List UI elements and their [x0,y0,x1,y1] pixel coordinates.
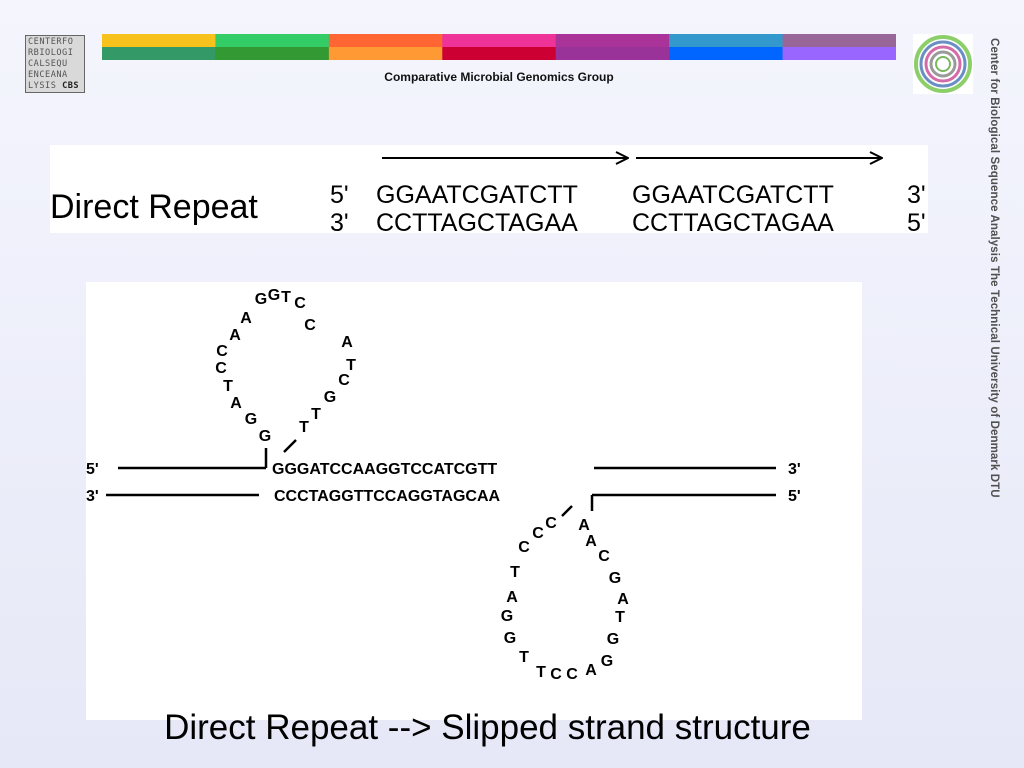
bottom-loop-diagonal [561,505,573,517]
loop-base: C [598,548,610,565]
logo-line: RBIOLOGI [28,48,74,58]
loop-base: T [281,289,291,306]
color-bar-segment-bottom [215,47,330,60]
sidebar-text: Center for Biological Sequence Analysis … [988,38,1000,498]
loop-base: G [504,630,516,647]
color-bar-segment-top [442,34,557,47]
bottom-sequence-a: CCTTAGCTAGAA [376,209,578,233]
strand-top-3prime: 3' [788,461,801,478]
loop-base: C [304,317,316,334]
loop-base: A [230,395,242,412]
top-loop-diagonal [283,439,297,453]
bottom-3prime: 3' [330,209,349,233]
loop-base: C [215,360,227,377]
loop-base: C [550,666,562,683]
loop-base: T [223,378,233,395]
bottom-5prime: 5' [907,209,926,233]
dtu-logo [913,34,973,94]
loop-base: C [518,539,530,556]
logo-line: ENCEANA [28,70,68,80]
loop-base: A [229,327,241,344]
loop-base: T [615,609,625,626]
color-bar-segment-bottom [328,47,443,60]
strand-bottom-5prime: 5' [788,488,801,505]
logo-line: LYSIS CBS [28,81,80,91]
top-sequence-a: GGAATCGATCTT [376,181,578,209]
logo-line: CALSEQU [28,59,68,69]
loop-base: A [341,334,353,351]
loop-base: C [566,666,578,683]
loop-base: C [294,295,306,312]
strand-bottom-3prime: 3' [86,488,99,505]
loop-base: T [299,419,309,436]
top-sequence-b: GGAATCGATCTT [632,181,834,209]
loop-base: A [617,591,629,608]
loop-base: G [609,570,621,587]
color-bar-segment-top [102,34,216,47]
loop-base: T [311,406,321,423]
loop-base: A [585,662,597,679]
color-bar-segment-bottom [102,47,216,60]
loop-base: T [519,649,529,666]
loop-base: G [601,653,613,670]
loop-base: A [240,310,252,327]
loop-base: G [259,428,271,445]
color-bar-segment-bottom [669,47,784,60]
color-bar-segment-top [555,34,670,47]
color-bar-segment-bottom [442,47,557,60]
loop-base: C [216,343,228,360]
loop-base: A [585,533,597,550]
loop-base: G [501,608,513,625]
slipped-strand-panel: 5' 3' 3' 5' GGGATCCAAGGTCCATCGTT CCCTAGG… [86,282,862,720]
direct-repeat-label: Direct Repeat [50,188,258,226]
logo-line: CENTERFO [28,37,74,47]
group-name: Comparative Microbial Genomics Group [384,70,614,84]
loop-base: G [255,291,267,308]
loop-base: G [268,287,280,304]
loop-base: C [338,372,350,389]
loop-base: A [506,589,518,606]
loop-base: C [532,525,544,542]
strand-top-5prime: 5' [86,461,99,478]
loop-base: T [536,664,546,681]
top-5prime: 5' [330,181,349,209]
loop-base: T [510,564,520,581]
cbs-logo: CENTERFO RBIOLOGI CALSEQU ENCEANA LYSIS … [25,35,85,93]
loop-base: G [607,631,619,648]
color-bar-segment-top [215,34,330,47]
color-bar-segment-top [782,34,896,47]
slipped-bottom-sequence: CCCTAGGTTCCAGGTAGCAA [274,488,500,505]
loop-base: G [324,389,336,406]
color-bar [102,34,896,60]
slide-caption: Direct Repeat --> Slipped strand structu… [164,708,811,747]
loop-base: A [578,517,590,534]
loop-base: T [346,357,356,374]
top-3prime: 3' [907,181,926,209]
loop-base: G [245,411,257,428]
bottom-sequence-b: CCTTAGCTAGAA [632,209,834,233]
logo-badge: CBS [62,81,80,91]
slipped-top-sequence: GGGATCCAAGGTCCATCGTT [272,461,497,478]
color-bar-segment-bottom [782,47,896,60]
loop-base: C [545,515,557,532]
direct-repeat-panel: Direct Repeat 5' GGAATCGATCTT GGAATCGATC… [50,145,928,237]
color-bar-segment-top [328,34,443,47]
color-bar-segment-bottom [555,47,670,60]
color-bar-segment-top [669,34,784,47]
